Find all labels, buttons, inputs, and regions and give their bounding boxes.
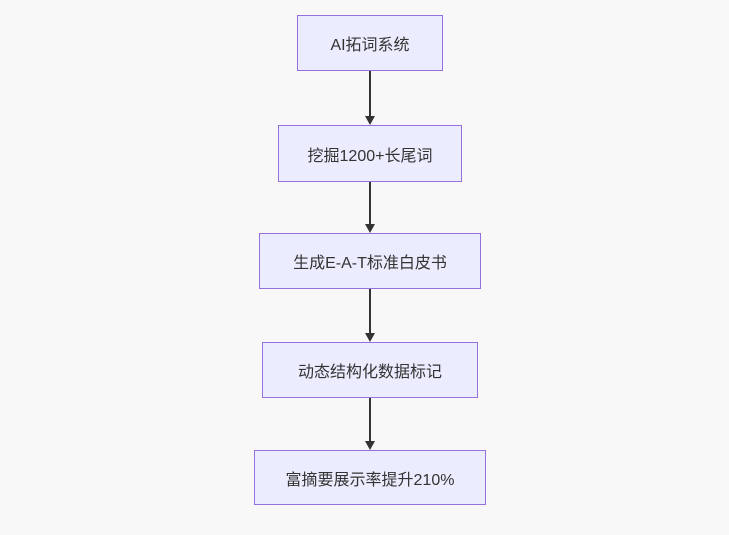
flowchart-edge-3	[364, 289, 376, 342]
arrow-line	[369, 182, 371, 224]
arrow-line	[369, 398, 371, 441]
arrow-down-icon	[365, 441, 375, 450]
node-dynamic-structured-data-markup: 动态结构化数据标记	[262, 342, 478, 398]
node-rich-snippet-rate-result: 富摘要展示率提升210%	[254, 450, 486, 505]
node-eat-whitepaper-generation: 生成E-A-T标准白皮书	[259, 233, 481, 289]
node-longtail-keyword-mining: 挖掘1200+长尾词	[278, 125, 462, 182]
node-label: 生成E-A-T标准白皮书	[293, 255, 447, 272]
node-label: 富摘要展示率提升210%	[285, 471, 455, 489]
flowchart-edge-4	[364, 398, 376, 450]
node-label: 动态结构化数据标记	[297, 364, 442, 381]
node-ai-expansion-system: AI拓词系统	[297, 15, 443, 71]
flowchart-edge-2	[364, 182, 376, 233]
arrow-down-icon	[365, 224, 375, 233]
node-label: 挖掘1200+长尾词	[307, 147, 433, 165]
arrow-line	[369, 289, 371, 333]
arrow-line	[369, 71, 371, 116]
arrow-down-icon	[365, 333, 375, 342]
node-label: AI拓词系统	[330, 37, 410, 54]
flowchart-edge-1	[364, 71, 376, 125]
arrow-down-icon	[365, 116, 375, 125]
